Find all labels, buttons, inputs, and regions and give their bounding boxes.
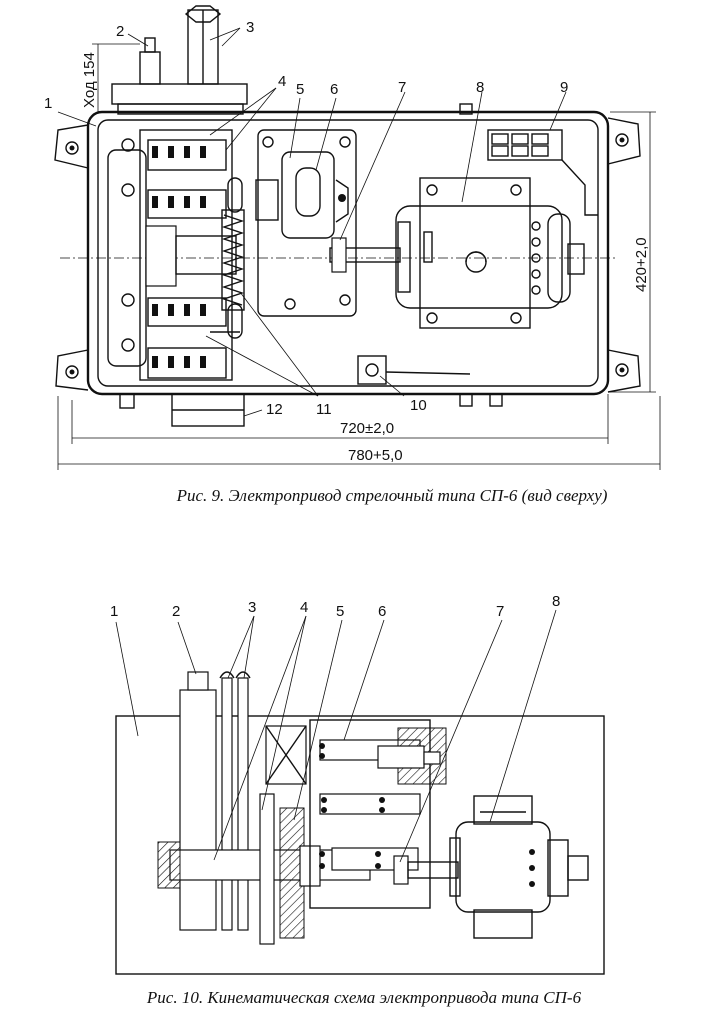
dimension-inner-width: 720±2,0 — [340, 420, 394, 437]
dimension-height: 420+2,0 — [633, 237, 650, 292]
callout-1: 1 — [44, 95, 52, 112]
callout-1: 1 — [110, 603, 118, 620]
block-12 — [171, 393, 245, 427]
callout-4: 4 — [300, 599, 308, 616]
dimension-stroke: Ход 154 — [81, 52, 98, 108]
autoswitch — [357, 355, 471, 385]
callout-6: 6 — [378, 603, 386, 620]
coupling — [329, 237, 401, 273]
callout-4: 4 — [278, 73, 286, 90]
dimension-lines — [57, 43, 661, 470]
callout-12: 12 — [266, 401, 283, 418]
leader-lines — [115, 609, 557, 863]
figure-kinematic-scheme: 1 2 3 4 5 6 7 8 — [0, 560, 708, 980]
callout-2: 2 — [116, 23, 124, 40]
callout-3: 3 — [246, 19, 254, 36]
dimension-outer-width: 780+5,0 — [348, 447, 403, 464]
kinematic-drawing: 1 2 3 4 5 6 7 8 — [110, 593, 605, 975]
figure-10-caption: Рис. 10. Кинематическая схема электропри… — [146, 988, 582, 1007]
callout-3: 3 — [248, 599, 256, 616]
coupling — [393, 855, 459, 885]
switch-contacts — [107, 129, 245, 381]
callouts: 1 2 3 4 5 6 7 8 — [110, 593, 560, 620]
callout-10: 10 — [410, 397, 427, 414]
terminal-block — [487, 129, 598, 216]
callout-9: 9 — [560, 79, 568, 96]
callout-7: 7 — [496, 603, 504, 620]
callout-5: 5 — [296, 81, 304, 98]
callout-11: 11 — [316, 401, 332, 418]
rods — [179, 671, 251, 931]
callout-5: 5 — [336, 603, 344, 620]
callouts: 1 2 3 4 5 6 7 8 9 10 11 12 — [44, 19, 568, 418]
motor — [395, 177, 585, 329]
callout-8: 8 — [476, 79, 484, 96]
leader-lines — [57, 27, 567, 417]
figure-top-view: 1 2 3 4 5 6 7 8 9 10 11 12 Ход 154 420+2… — [0, 0, 708, 480]
housing — [54, 103, 641, 409]
callout-8: 8 — [552, 593, 560, 610]
figure-9-caption: Рис. 9. Электропривод стрелочный типа СП… — [176, 486, 608, 505]
gearbox — [255, 129, 357, 317]
callout-6: 6 — [330, 81, 338, 98]
callout-7: 7 — [398, 79, 406, 96]
rod-assembly — [111, 5, 248, 115]
callout-2: 2 — [172, 603, 180, 620]
motor — [449, 795, 589, 939]
friction-clutch — [377, 727, 447, 785]
top-view-drawing: 1 2 3 4 5 6 7 8 9 10 11 12 Ход 154 420+2… — [44, 5, 661, 470]
base-plate — [115, 715, 605, 975]
